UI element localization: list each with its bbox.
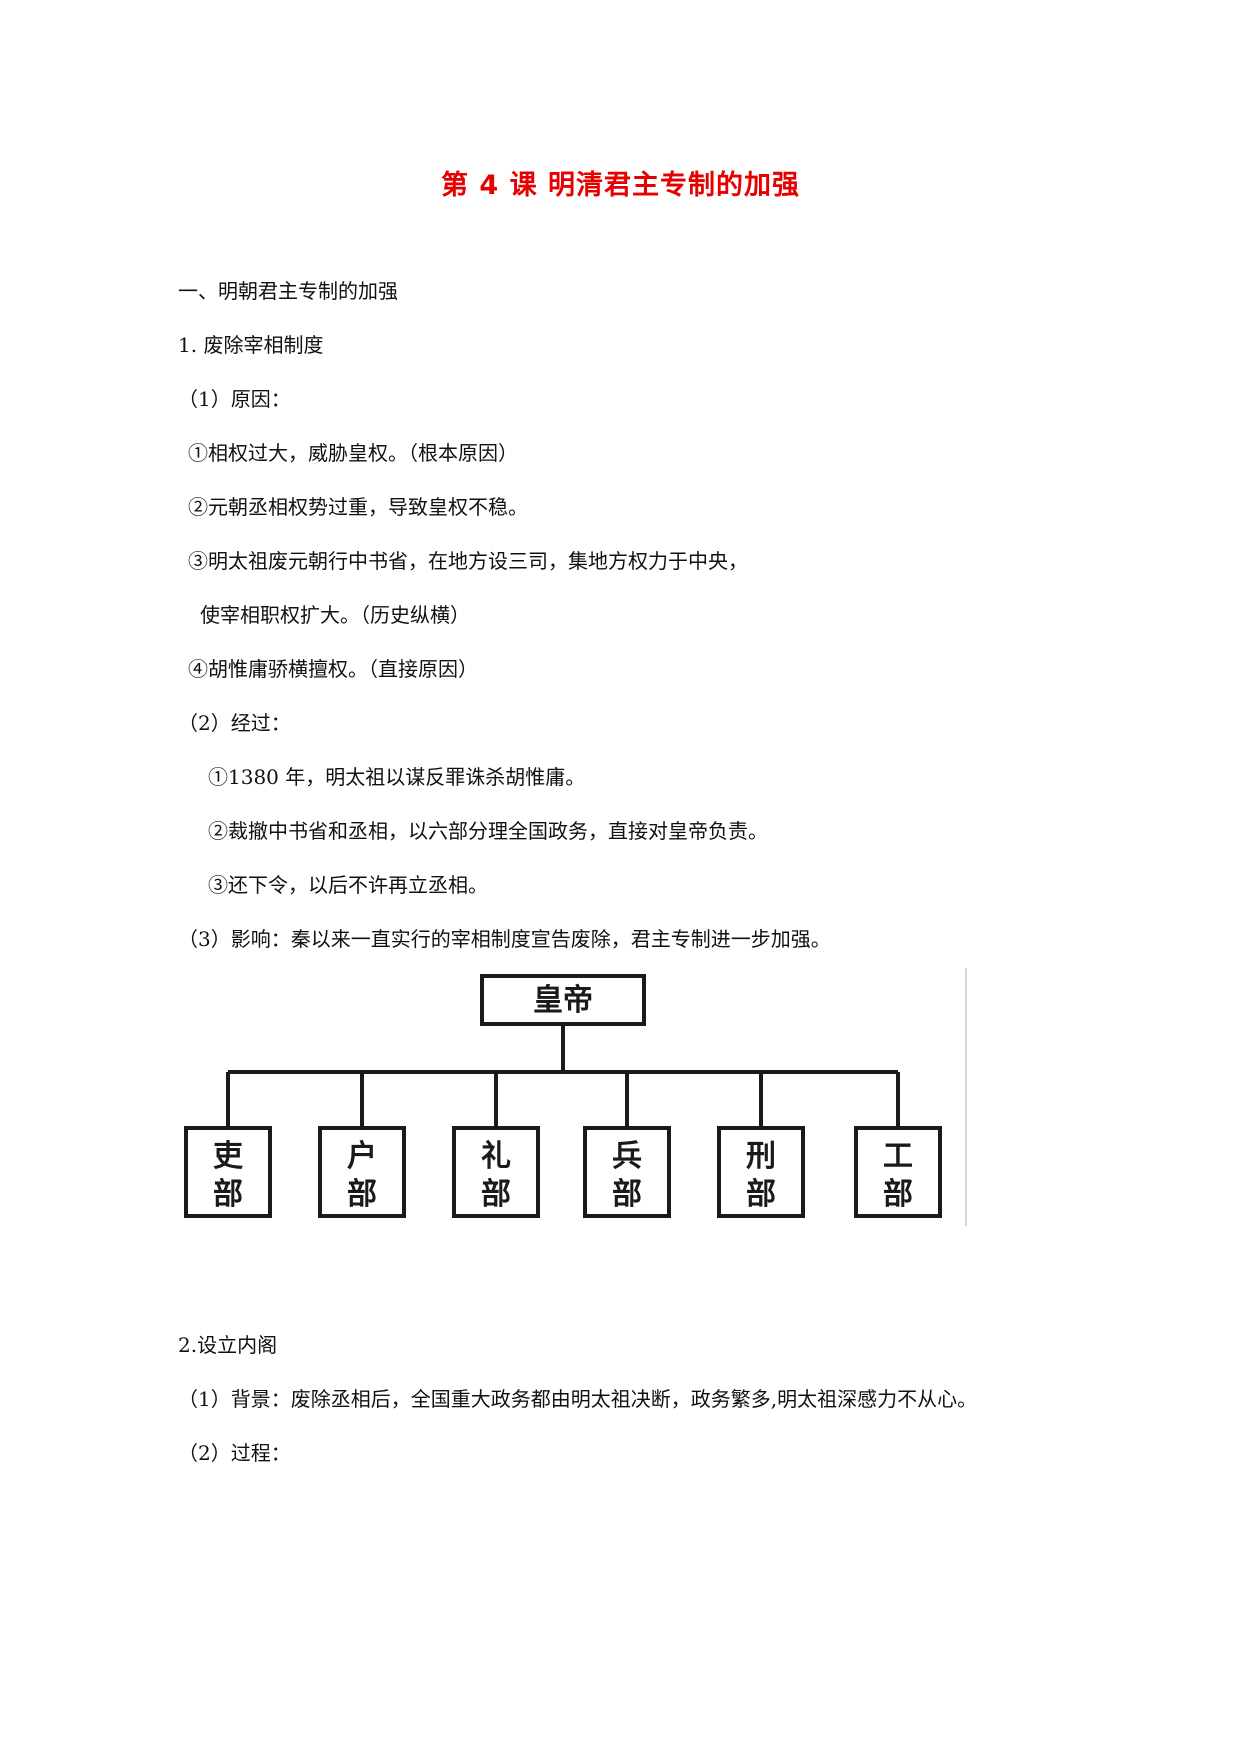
reason-item-continuation: 使宰相职权扩大。（历史纵横） — [200, 603, 470, 627]
ministry-label: 工 — [883, 1139, 913, 1174]
ministry-label: 部 — [481, 1177, 511, 1212]
ministry-label: 刑 — [746, 1139, 776, 1174]
ministry-label: 部 — [213, 1177, 243, 1212]
impact-text: （3）影响：秦以来一直实行的宰相制度宣告废除，君主专制进一步加强。 — [178, 927, 831, 951]
reason-item: ②元朝丞相权势过重，导致皇权不稳。 — [188, 495, 528, 519]
cabinet-background: （1）背景：废除丞相后，全国重大政务都由明太祖决断，政务繁多,明太祖深感力不从心… — [178, 1387, 978, 1411]
ministry-label: 兵 — [612, 1139, 642, 1174]
process-heading: （2）经过： — [178, 711, 291, 735]
item-heading: 1. 废除宰相制度 — [178, 333, 324, 357]
ministries-org-chart: 皇帝吏部户部礼部兵部刑部工部 — [178, 968, 968, 1226]
ministry-label: 部 — [883, 1177, 913, 1212]
ministry-label: 礼 — [481, 1139, 511, 1174]
ministry-label: 户 — [347, 1139, 377, 1174]
cabinet-process-heading: （2）过程： — [178, 1441, 291, 1465]
ministry-box — [184, 1126, 272, 1218]
reason-heading: （1）原因： — [178, 387, 291, 411]
ministry-box — [318, 1126, 406, 1218]
ministry-label: 部 — [612, 1177, 642, 1212]
process-item: ③还下令，以后不许再立丞相。 — [208, 873, 488, 897]
process-item: ①1380 年，明太祖以谋反罪诛杀胡惟庸。 — [208, 765, 586, 789]
ministry-box — [854, 1126, 942, 1218]
ministry-label: 吏 — [213, 1139, 244, 1174]
ministry-label: 部 — [746, 1177, 776, 1212]
process-item: ②裁撤中书省和丞相，以六部分理全国政务，直接对皇帝负责。 — [208, 819, 768, 843]
reason-item: ④胡惟庸骄横擅权。（直接原因） — [188, 657, 478, 681]
ministry-box — [452, 1126, 540, 1218]
reason-item: ①相权过大，威胁皇权。（根本原因） — [188, 441, 518, 465]
ministry-box — [583, 1126, 671, 1218]
ministry-box — [717, 1126, 805, 1218]
page-title: 第 4 课 明清君主专制的加强 — [441, 170, 800, 201]
emperor-label: 皇帝 — [533, 983, 593, 1018]
ministry-label: 部 — [347, 1177, 377, 1212]
section-heading: 一、明朝君主专制的加强 — [178, 279, 398, 303]
reason-item: ③明太祖废元朝行中书省，在地方设三司，集地方权力于中央， — [188, 549, 748, 573]
item-heading: 2.设立内阁 — [178, 1333, 278, 1357]
